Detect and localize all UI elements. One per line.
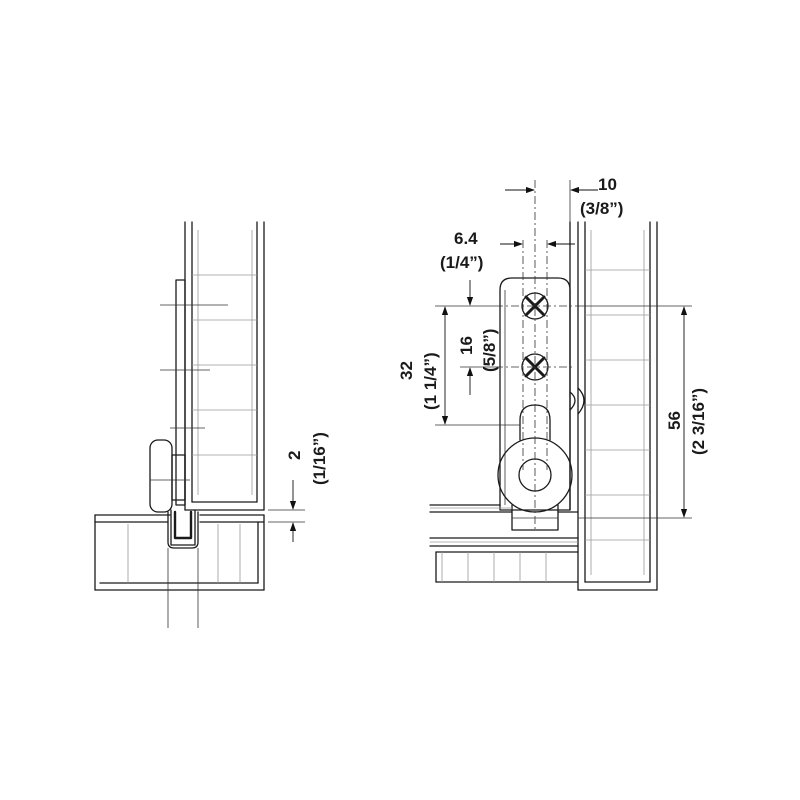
dim-offset-imperial: (3/8”)	[580, 199, 623, 218]
left-cam-wheel	[149, 439, 190, 513]
dim-slot-value: 32	[397, 361, 416, 380]
left-mounting-plate	[160, 279, 228, 506]
right-side-view	[429, 180, 692, 591]
left-u-channel	[167, 509, 199, 549]
dim-height-imperial: (2 3/16”)	[689, 388, 708, 455]
dim-screw-spacing-value: 16	[457, 336, 476, 355]
left-side-view	[94, 221, 305, 628]
dim-slot-32mm	[435, 305, 520, 426]
dim-height-value: 56	[665, 411, 684, 430]
dim-center-imperial: (1/4”)	[440, 253, 483, 272]
left-drawer-bottom	[94, 514, 265, 591]
dim-gap-value: 2	[285, 451, 304, 460]
right-drawer-bottom	[429, 504, 579, 583]
dim-center-value: 6.4	[454, 229, 478, 248]
dim-screw-spacing-16mm	[460, 280, 495, 395]
dim-offset-10mm	[505, 180, 598, 222]
dim-screw-spacing-imperial: (5/8”)	[480, 329, 499, 372]
dim-gap-2mm	[268, 480, 305, 542]
dim-gap-imperial: (1/16”)	[310, 432, 329, 485]
left-side-panel	[184, 221, 265, 511]
right-side-panel	[569, 221, 658, 591]
dim-slot-imperial: (1 1/4”)	[421, 352, 440, 410]
dim-height-56mm	[575, 305, 692, 519]
dim-offset-value: 10	[598, 175, 617, 194]
